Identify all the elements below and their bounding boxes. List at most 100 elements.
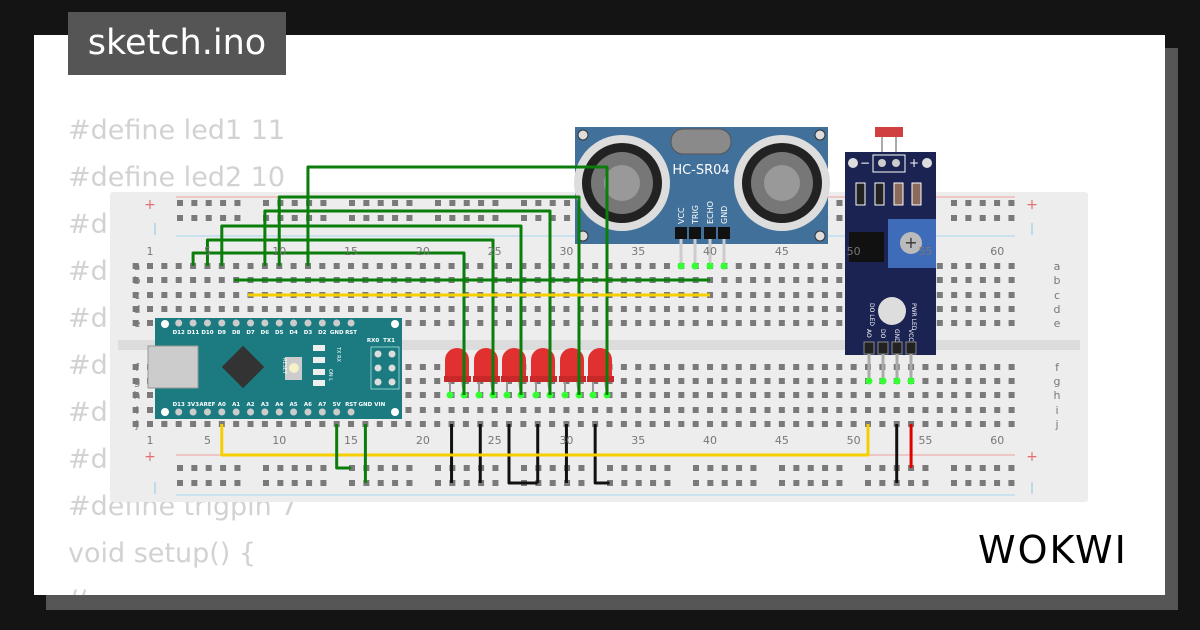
breadboard-hole <box>735 292 742 298</box>
breadboard-hole <box>836 378 843 384</box>
breadboard-hole <box>707 364 714 370</box>
breadboard-hole <box>204 277 211 283</box>
breadboard-hole <box>951 263 958 269</box>
breadboard-hole <box>592 407 599 413</box>
pin-header <box>718 227 730 239</box>
rail-hole <box>521 215 527 221</box>
rail-hole <box>177 480 183 486</box>
breadboard-hole <box>405 263 412 269</box>
pin-header <box>675 227 687 239</box>
rail-hole <box>994 465 1001 471</box>
crystal <box>670 128 732 155</box>
row-label: f <box>1055 361 1060 374</box>
breadboard-hole <box>348 421 355 427</box>
tx-rx-label: TX RX <box>335 346 341 363</box>
rail-hole <box>535 200 542 206</box>
nano-pin <box>189 319 197 327</box>
breadboard-hole <box>520 320 527 326</box>
rail-hole <box>406 215 413 221</box>
rail-hole <box>463 480 470 486</box>
rail-hole <box>377 200 384 206</box>
column-label: 30 <box>559 434 573 447</box>
breadboard-hole <box>965 364 972 370</box>
column-label: 40 <box>703 245 717 258</box>
icsp-pin <box>374 350 382 358</box>
breadboard-hole <box>448 407 455 413</box>
indicator-led <box>878 297 906 325</box>
breadboard-hole <box>865 407 871 413</box>
rail-hole <box>377 480 384 486</box>
breadboard-hole <box>807 364 814 370</box>
breadboard-hole <box>678 306 685 312</box>
breadboard-hole <box>979 378 986 384</box>
rail-hole <box>263 480 269 486</box>
breadboard-hole <box>951 306 958 312</box>
code-line: #d <box>68 397 108 428</box>
breadboard-hole <box>434 421 441 427</box>
rail-hole <box>492 215 499 221</box>
breadboard-hole <box>821 263 828 269</box>
icsp-pin <box>388 364 396 372</box>
breadboard-hole <box>692 364 699 370</box>
breadboard-hole <box>549 407 556 413</box>
breadboard-hole <box>821 292 828 298</box>
rail-hole <box>234 480 241 486</box>
breadboard-hole <box>477 263 484 269</box>
rail-hole <box>435 200 441 206</box>
nano-pin <box>175 408 183 416</box>
breadboard-hole <box>965 407 972 413</box>
rail-hole <box>392 480 399 486</box>
breadboard-hole <box>994 292 1001 298</box>
breadboard-hole <box>491 306 498 312</box>
column-label: 25 <box>488 434 502 447</box>
rail-hole <box>406 200 413 206</box>
breadboard-hole <box>750 364 757 370</box>
nano-pin <box>232 408 240 416</box>
rail-hole <box>707 465 714 471</box>
rail-hole <box>191 480 198 486</box>
breadboard-hole <box>147 392 153 398</box>
rail-hole <box>549 215 556 221</box>
breadboard-hole <box>793 364 800 370</box>
breadboard-hole <box>190 292 197 298</box>
rail-hole <box>879 465 886 471</box>
breadboard-hole <box>635 364 642 370</box>
row-label: h <box>134 389 141 402</box>
breadboard-hole <box>247 306 254 312</box>
breadboard-hole <box>721 292 728 298</box>
breadboard-hole <box>132 364 139 370</box>
breadboard-hole <box>994 378 1001 384</box>
breadboard-hole <box>764 263 771 269</box>
code-line: // <box>68 577 298 595</box>
breadboard-hole <box>1008 320 1015 326</box>
nano-pin-label: RST <box>345 402 357 408</box>
breadboard-hole <box>951 392 958 398</box>
rail-hole <box>578 465 585 471</box>
photoresistor <box>875 127 903 137</box>
breadboard-hole <box>649 320 656 326</box>
rail-hole <box>721 465 728 471</box>
breadboard-hole <box>879 407 886 413</box>
nano-pin <box>261 408 269 416</box>
rail-hole <box>392 465 399 471</box>
breadboard-hole <box>678 320 685 326</box>
breadboard-hole <box>965 263 972 269</box>
pin-connection <box>561 391 569 399</box>
mount-hole <box>391 408 399 416</box>
column-label: 15 <box>344 434 358 447</box>
breadboard-hole <box>434 407 441 413</box>
breadboard-hole <box>778 378 785 384</box>
breadboard-hole <box>534 407 541 413</box>
breadboard-hole <box>994 364 1001 370</box>
yellow-wire <box>220 424 870 457</box>
rail-hole <box>449 215 456 221</box>
rail-hole <box>836 480 843 486</box>
breadboard-hole <box>1008 378 1015 384</box>
nano-pin-label: 3V3 <box>187 402 199 408</box>
rail-hole <box>793 480 800 486</box>
rail-hole <box>578 480 585 486</box>
breadboard-hole <box>649 407 656 413</box>
nano-pin-label: D3 <box>304 330 313 336</box>
breadboard-hole <box>979 320 986 326</box>
rail-hole <box>191 215 198 221</box>
